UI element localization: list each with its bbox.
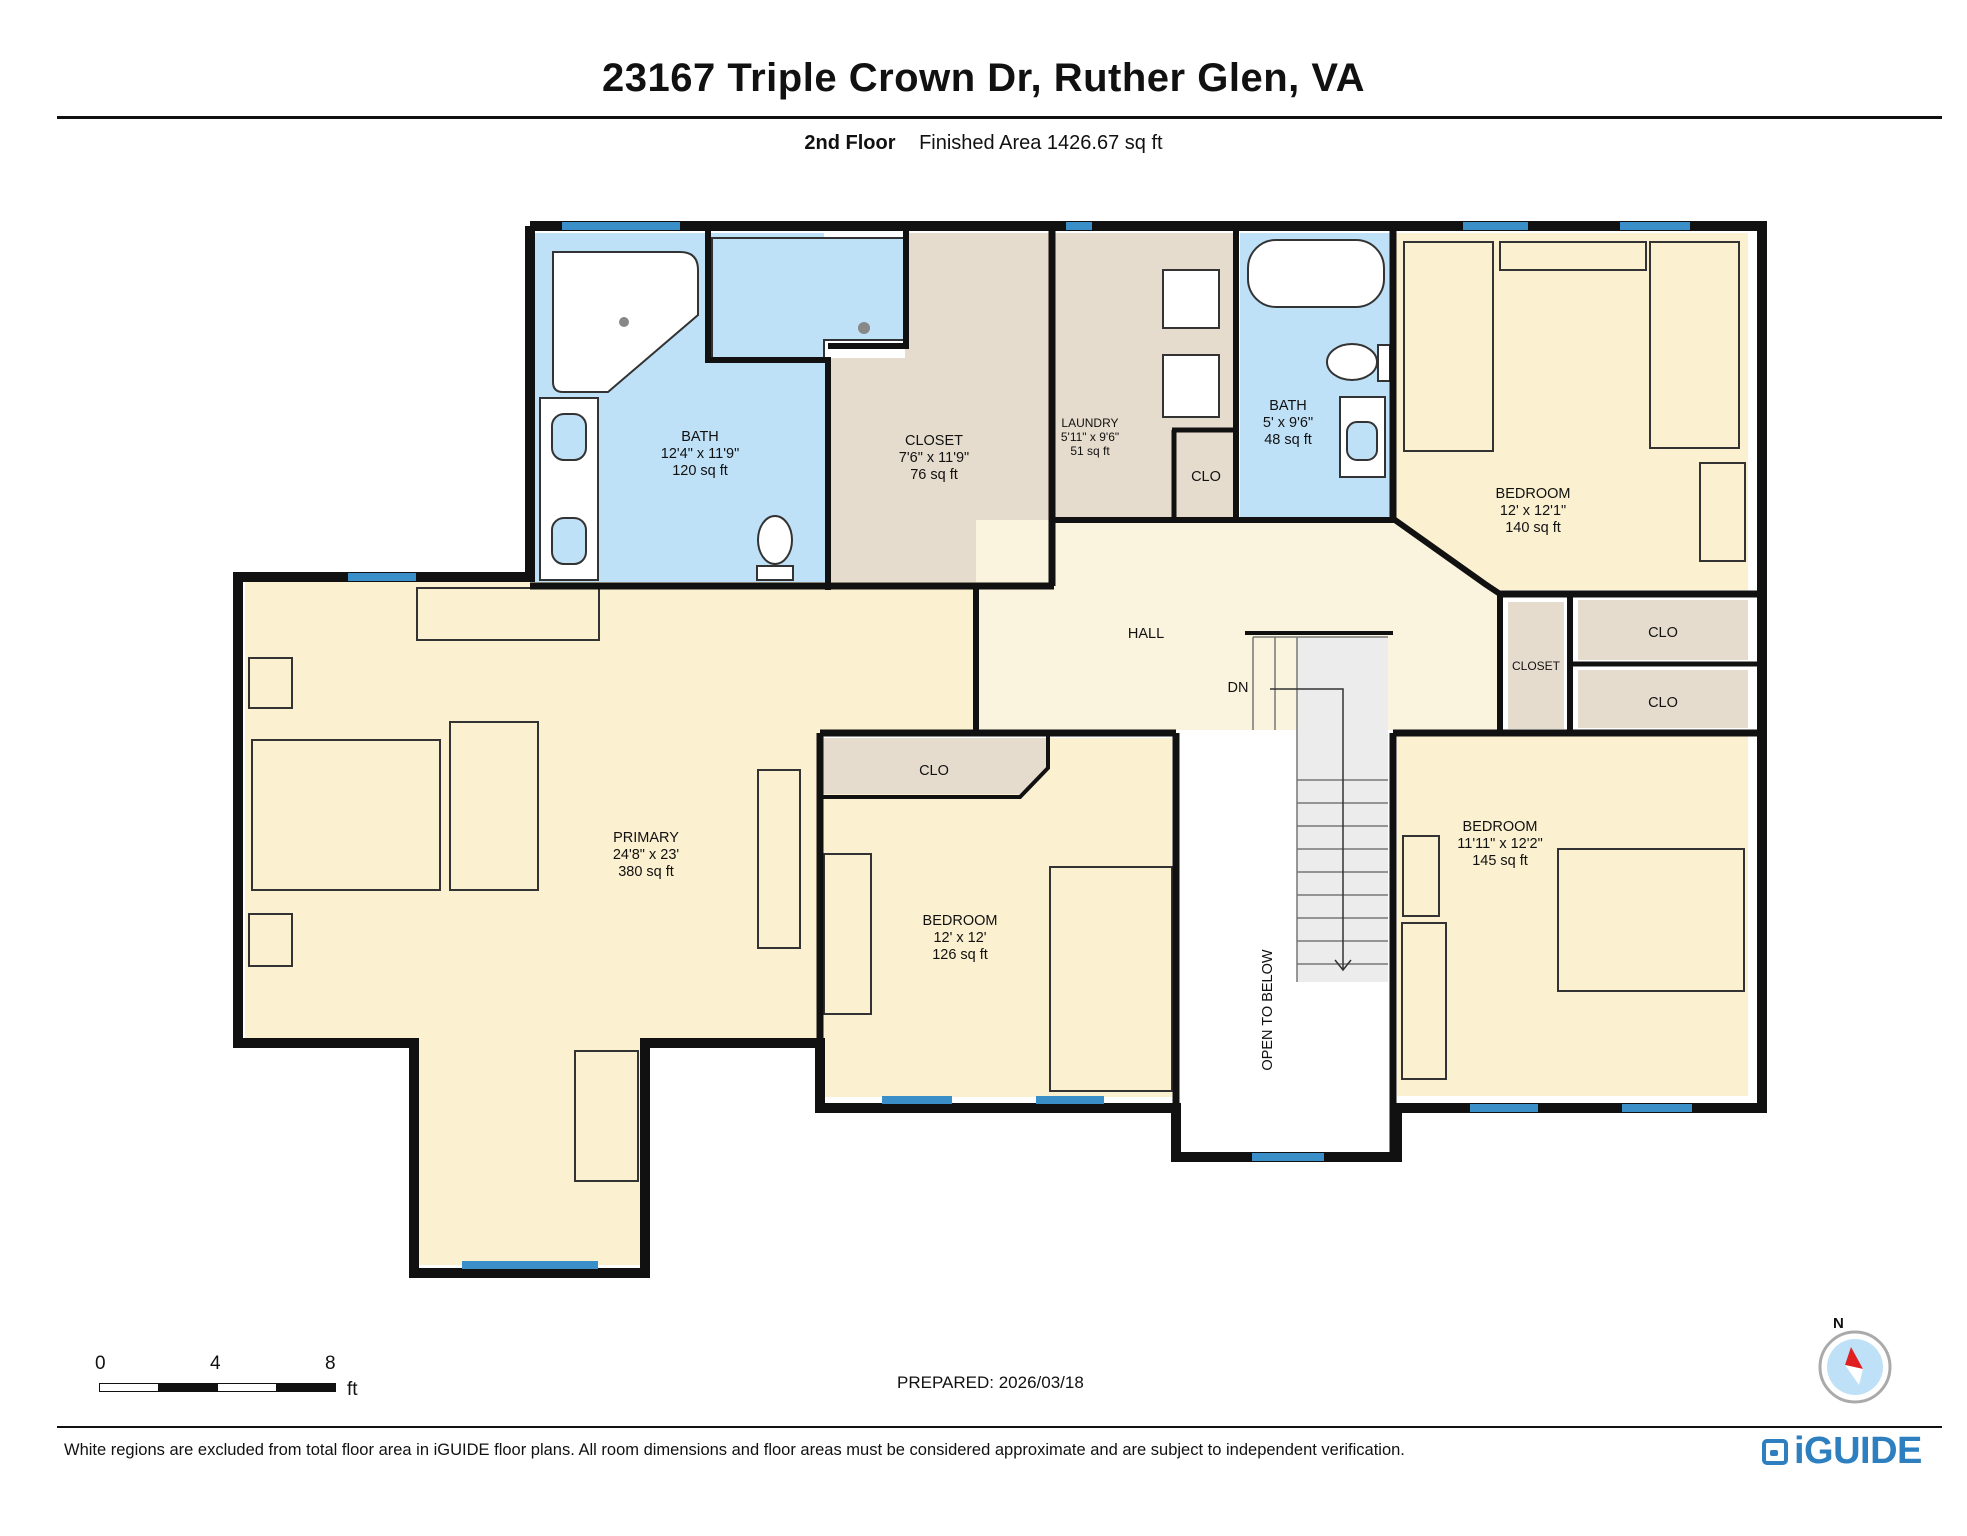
bath-primary-name: BATH — [681, 429, 719, 445]
compass-icon — [1818, 1330, 1892, 1404]
bedroom-mid-area: 126 sq ft — [932, 947, 988, 963]
bedroom-se-dims: 11'11" x 12'2" — [1457, 836, 1542, 852]
clo-mid-label: CLO — [919, 763, 949, 779]
bath-primary-dims: 12'4" x 11'9" — [661, 446, 739, 462]
fixtures — [248, 237, 1746, 1182]
laundry-name: LAUNDRY — [1061, 416, 1118, 430]
bedroom-se-area: 145 sq ft — [1472, 853, 1528, 869]
sink-2-icon — [551, 517, 587, 565]
floor-name: 2nd Floor — [804, 132, 896, 154]
title-divider — [57, 116, 1942, 119]
bedroom-mid-name: BEDROOM — [923, 913, 998, 929]
toilet-icon — [757, 515, 793, 565]
clo-upper-floor — [1578, 600, 1748, 660]
plan-title: 23167 Triple Crown Dr, Ruther Glen, VA — [602, 56, 1365, 100]
bath2-toilet-icon — [1326, 343, 1378, 381]
tub-drain-icon — [619, 317, 629, 327]
bath-primary-area: 120 sq ft — [672, 463, 728, 479]
primary-tv-console-icon — [757, 769, 801, 949]
shower-drain-icon — [858, 322, 870, 334]
finished-area: Finished Area 1426.67 sq ft — [919, 132, 1163, 154]
footer-divider — [57, 1426, 1942, 1428]
closet-name: CLOSET — [905, 433, 963, 449]
clo-laundry-floor — [1176, 432, 1234, 518]
primary-dims: 24'8" x 23' — [613, 847, 680, 863]
compass: N — [1815, 1315, 1895, 1405]
ne-desk-icon — [1699, 462, 1746, 562]
brand-name: iGUIDE — [1794, 1430, 1922, 1472]
closet-floor — [826, 233, 1050, 586]
disclaimer-text: White regions are excluded from total fl… — [64, 1441, 1405, 1459]
mid-bed-icon — [1049, 866, 1173, 1092]
bath2-name: BATH — [1269, 398, 1307, 414]
bath2-tub-icon — [1247, 239, 1385, 308]
iguide-logo-icon — [1762, 1438, 1788, 1465]
bath2-toilet-tank-icon — [1377, 344, 1391, 382]
closet-dims: 7'6" x 11'9" — [899, 450, 969, 466]
clo-lower-label: CLO — [1648, 695, 1678, 711]
stair-arrow-icon — [1270, 688, 1352, 972]
primary-name: PRIMARY — [613, 830, 679, 846]
ne-bed-left-icon — [1403, 241, 1494, 452]
bedroom-ne-name: BEDROOM — [1496, 486, 1571, 502]
clo-lower-floor — [1578, 670, 1748, 728]
primary-nightstand-2-icon — [248, 913, 293, 967]
clo-upper-label: CLO — [1648, 625, 1678, 641]
scale-segment — [217, 1383, 277, 1392]
scale-tick-8: 8 — [325, 1353, 336, 1374]
closet-small-label: CLOSET — [1512, 659, 1561, 673]
laundry-dims: 5'11" x 9'6" — [1061, 430, 1119, 444]
scale-unit: ft — [347, 1379, 358, 1400]
ne-bed-right-icon — [1649, 241, 1740, 449]
room-labels: BATH 12'4" x 11'9" 120 sq ft CLOSET 7'6"… — [613, 398, 1678, 1071]
toilet-tank-icon — [756, 565, 794, 581]
clo-laundry-label: CLO — [1191, 469, 1221, 485]
compass-north-label: N — [1833, 1315, 1844, 1332]
scale-segment — [276, 1383, 336, 1392]
se-dresser-icon — [1401, 922, 1447, 1080]
primary-area: 380 sq ft — [618, 864, 674, 880]
bedroom-ne-area: 140 sq ft — [1505, 520, 1561, 536]
bath2-area: 48 sq ft — [1264, 432, 1312, 448]
prepared-date: PREPARED: 2026/03/18 — [897, 1373, 1084, 1392]
closet-small-floor — [1508, 602, 1564, 729]
windows — [348, 222, 1692, 1269]
bedroom-mid-dims: 12' x 12' — [933, 930, 986, 946]
dn-label: DN — [1228, 680, 1249, 696]
open-to-below-label: OPEN TO BELOW — [1260, 949, 1276, 1070]
staircase — [1252, 636, 1388, 982]
sink-1-icon — [551, 413, 587, 461]
bedroom-se-name: BEDROOM — [1463, 819, 1538, 835]
scale-segment — [158, 1383, 218, 1392]
scale-tick-0: 0 — [95, 1353, 106, 1374]
primary-sofa-icon — [449, 721, 539, 891]
se-nightstand-icon — [1402, 835, 1440, 917]
bath2-sink-icon — [1346, 421, 1378, 461]
scale-tick-4: 4 — [210, 1353, 221, 1374]
scale-bar: 0 4 8 ft — [95, 1353, 358, 1403]
laundry-area: 51 sq ft — [1070, 444, 1110, 458]
closet-area: 76 sq ft — [910, 467, 958, 483]
primary-bed-icon — [251, 739, 441, 891]
mid-dresser-icon — [823, 853, 872, 1015]
primary-desk-icon — [574, 1050, 639, 1182]
iguide-logo: iGUIDE — [1762, 1430, 1922, 1473]
shower-icon — [711, 237, 905, 361]
ne-dresser-icon — [1499, 241, 1647, 271]
se-bed-icon — [1557, 848, 1745, 992]
primary-nightstand-1-icon — [248, 657, 293, 709]
dryer-icon — [1162, 269, 1220, 329]
walls — [233, 221, 1767, 1278]
clo-mid-floor — [820, 738, 1048, 794]
hall-label: HALL — [1128, 626, 1164, 642]
scale-segment — [99, 1383, 159, 1392]
bedroom-ne-dims: 12' x 12'1" — [1500, 503, 1566, 519]
floor-subtitle: 2nd Floor Finished Area 1426.67 sq ft — [0, 132, 1967, 155]
washer-icon — [1162, 354, 1220, 418]
bath2-dims: 5' x 9'6" — [1263, 415, 1313, 431]
primary-dresser-icon — [416, 587, 600, 641]
